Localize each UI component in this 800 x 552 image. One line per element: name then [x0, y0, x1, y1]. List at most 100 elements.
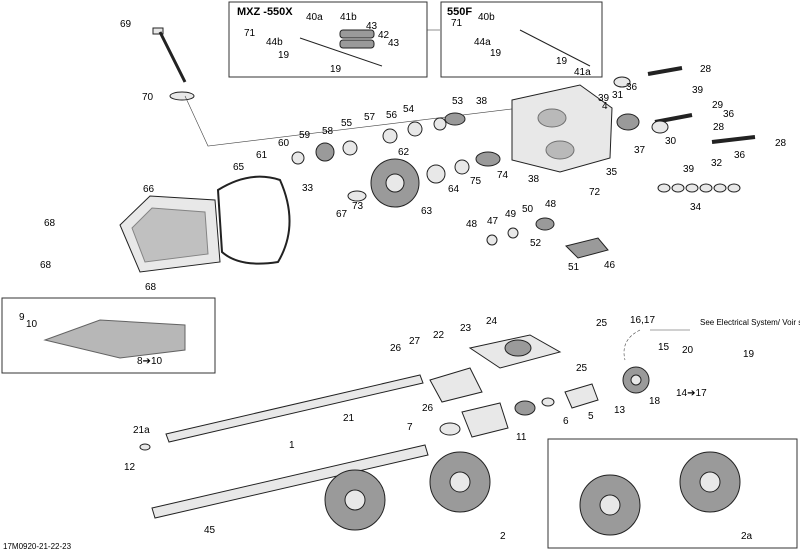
electrical-callout: See Electrical System/ Voir système élec… — [700, 318, 800, 327]
label-25-b: 25 — [576, 363, 588, 374]
label-38-b: 38 — [528, 174, 540, 185]
chaincase-housing — [511, 84, 613, 173]
label-68-c: 68 — [145, 282, 157, 293]
label-55: 55 — [341, 118, 353, 129]
label-69: 69 — [120, 19, 132, 30]
inset-mxz-label-44b: 44b — [266, 37, 283, 48]
label-47: 47 — [487, 216, 499, 227]
label-13: 13 — [614, 405, 626, 416]
label-31: 31 — [612, 90, 624, 101]
sprocket-upper — [315, 142, 335, 162]
inset-mxz-label-19a: 19 — [278, 50, 290, 61]
label-67: 67 — [336, 209, 348, 220]
inset-mxz-label-41b: 41b — [340, 12, 357, 23]
label-22: 22 — [433, 330, 445, 341]
inset-mxz-label-40a: 40a — [306, 12, 323, 23]
inset-550f: 550F 71 40b 44a 19 19 41a — [440, 1, 603, 78]
inset-sprocket-label-2a: 2a — [741, 531, 753, 542]
gasket-65 — [216, 175, 291, 265]
label-39-b: 39 — [692, 85, 704, 96]
label-7: 7 — [407, 422, 413, 433]
label-11: 11 — [516, 432, 527, 443]
inset-track-label-8-10: 8➔10 — [137, 356, 163, 367]
inset-550f-label-71: 71 — [451, 18, 463, 29]
label-57: 57 — [364, 112, 376, 123]
label-68-b: 68 — [40, 260, 52, 271]
tensioner-bracket — [565, 237, 609, 259]
label-75: 75 — [470, 176, 482, 187]
dipstick-cap — [152, 27, 164, 35]
label-26-a: 26 — [390, 343, 402, 354]
label-59: 59 — [299, 130, 311, 141]
inset-track-label-10: 10 — [26, 319, 38, 330]
inset-mxz-550x: MXZ -550X 71 40a 41b 43 42 43 44b 19 19 — [228, 1, 440, 78]
label-46: 46 — [604, 260, 616, 271]
label-39-a: 39 — [598, 93, 610, 104]
inset-550f-label-44a: 44a — [474, 37, 491, 48]
track-section — [43, 319, 186, 359]
label-26-b: 26 — [422, 403, 434, 414]
label-56: 56 — [386, 110, 398, 121]
label-52: 52 — [530, 238, 542, 249]
bearing-53 — [444, 112, 466, 126]
inset-sprocket-2a: 2a — [547, 438, 798, 549]
label-21: 21 — [343, 413, 355, 424]
inset-mxz-label-71: 71 — [244, 28, 256, 39]
label-36-c: 36 — [734, 150, 746, 161]
drive-axle-1 — [151, 444, 429, 519]
label-29: 29 — [712, 100, 724, 111]
label-50: 50 — [522, 204, 534, 215]
label-27: 27 — [409, 336, 421, 347]
label-14-17: 14➔17 — [676, 388, 707, 399]
label-74: 74 — [497, 170, 509, 181]
oil-seal-set-34 — [657, 183, 741, 193]
label-61: 61 — [256, 150, 268, 161]
label-58: 58 — [322, 126, 334, 137]
upper-assembly: 69 70 66 68 68 68 65 61 60 59 58 55 57 5… — [40, 19, 787, 293]
label-5: 5 — [588, 411, 594, 422]
label-33: 33 — [302, 183, 314, 194]
inset-mxz-title: MXZ -550X — [237, 6, 293, 18]
label-49: 49 — [505, 209, 517, 220]
label-2: 2 — [500, 531, 506, 542]
inset-550f-label-19a: 19 — [490, 48, 502, 59]
drive-shaft-21 — [165, 374, 424, 443]
inset-550f-title: 550F — [447, 6, 472, 18]
inset-mxz-label-19b: 19 — [330, 64, 342, 75]
inset-track-label-9: 9 — [19, 312, 25, 323]
label-19: 19 — [743, 349, 755, 360]
label-54: 54 — [403, 104, 415, 115]
inset-track: 9 10 8➔10 — [1, 297, 216, 374]
label-21a: 21a — [133, 425, 150, 436]
inset-mxz-label-43a: 43 — [366, 21, 378, 32]
label-20: 20 — [682, 345, 694, 356]
label-28-c: 28 — [775, 138, 787, 149]
label-53: 53 — [452, 96, 464, 107]
label-68-a: 68 — [44, 218, 56, 229]
label-1: 1 — [289, 440, 295, 451]
label-64: 64 — [448, 184, 460, 195]
label-45: 45 — [204, 525, 216, 536]
bearing-74 — [475, 151, 501, 167]
label-28-a: 28 — [700, 64, 712, 75]
drive-shaft-assembly: 24 25 23 22 27 26 26 25 21 21a 12 7 11 6… — [124, 315, 800, 542]
label-6: 6 — [563, 416, 569, 427]
label-62: 62 — [398, 147, 410, 158]
inset-550f-label-40b: 40b — [478, 12, 495, 23]
label-65: 65 — [233, 162, 245, 173]
label-28-b: 28 — [713, 122, 725, 133]
label-38-a: 38 — [476, 96, 488, 107]
label-4: 4 — [602, 101, 608, 112]
label-30: 30 — [665, 136, 677, 147]
label-72: 72 — [589, 187, 601, 198]
label-37: 37 — [634, 145, 646, 156]
label-36-a: 36 — [626, 82, 638, 93]
inset-550f-label-19b: 19 — [556, 56, 568, 67]
label-48-a: 48 — [545, 199, 557, 210]
label-35: 35 — [606, 167, 618, 178]
label-32: 32 — [711, 158, 723, 169]
label-51: 51 — [568, 262, 580, 273]
inset-550f-label-41a: 41a — [574, 67, 591, 78]
inset-mxz-label-42: 42 — [378, 30, 390, 41]
label-23: 23 — [460, 323, 472, 334]
